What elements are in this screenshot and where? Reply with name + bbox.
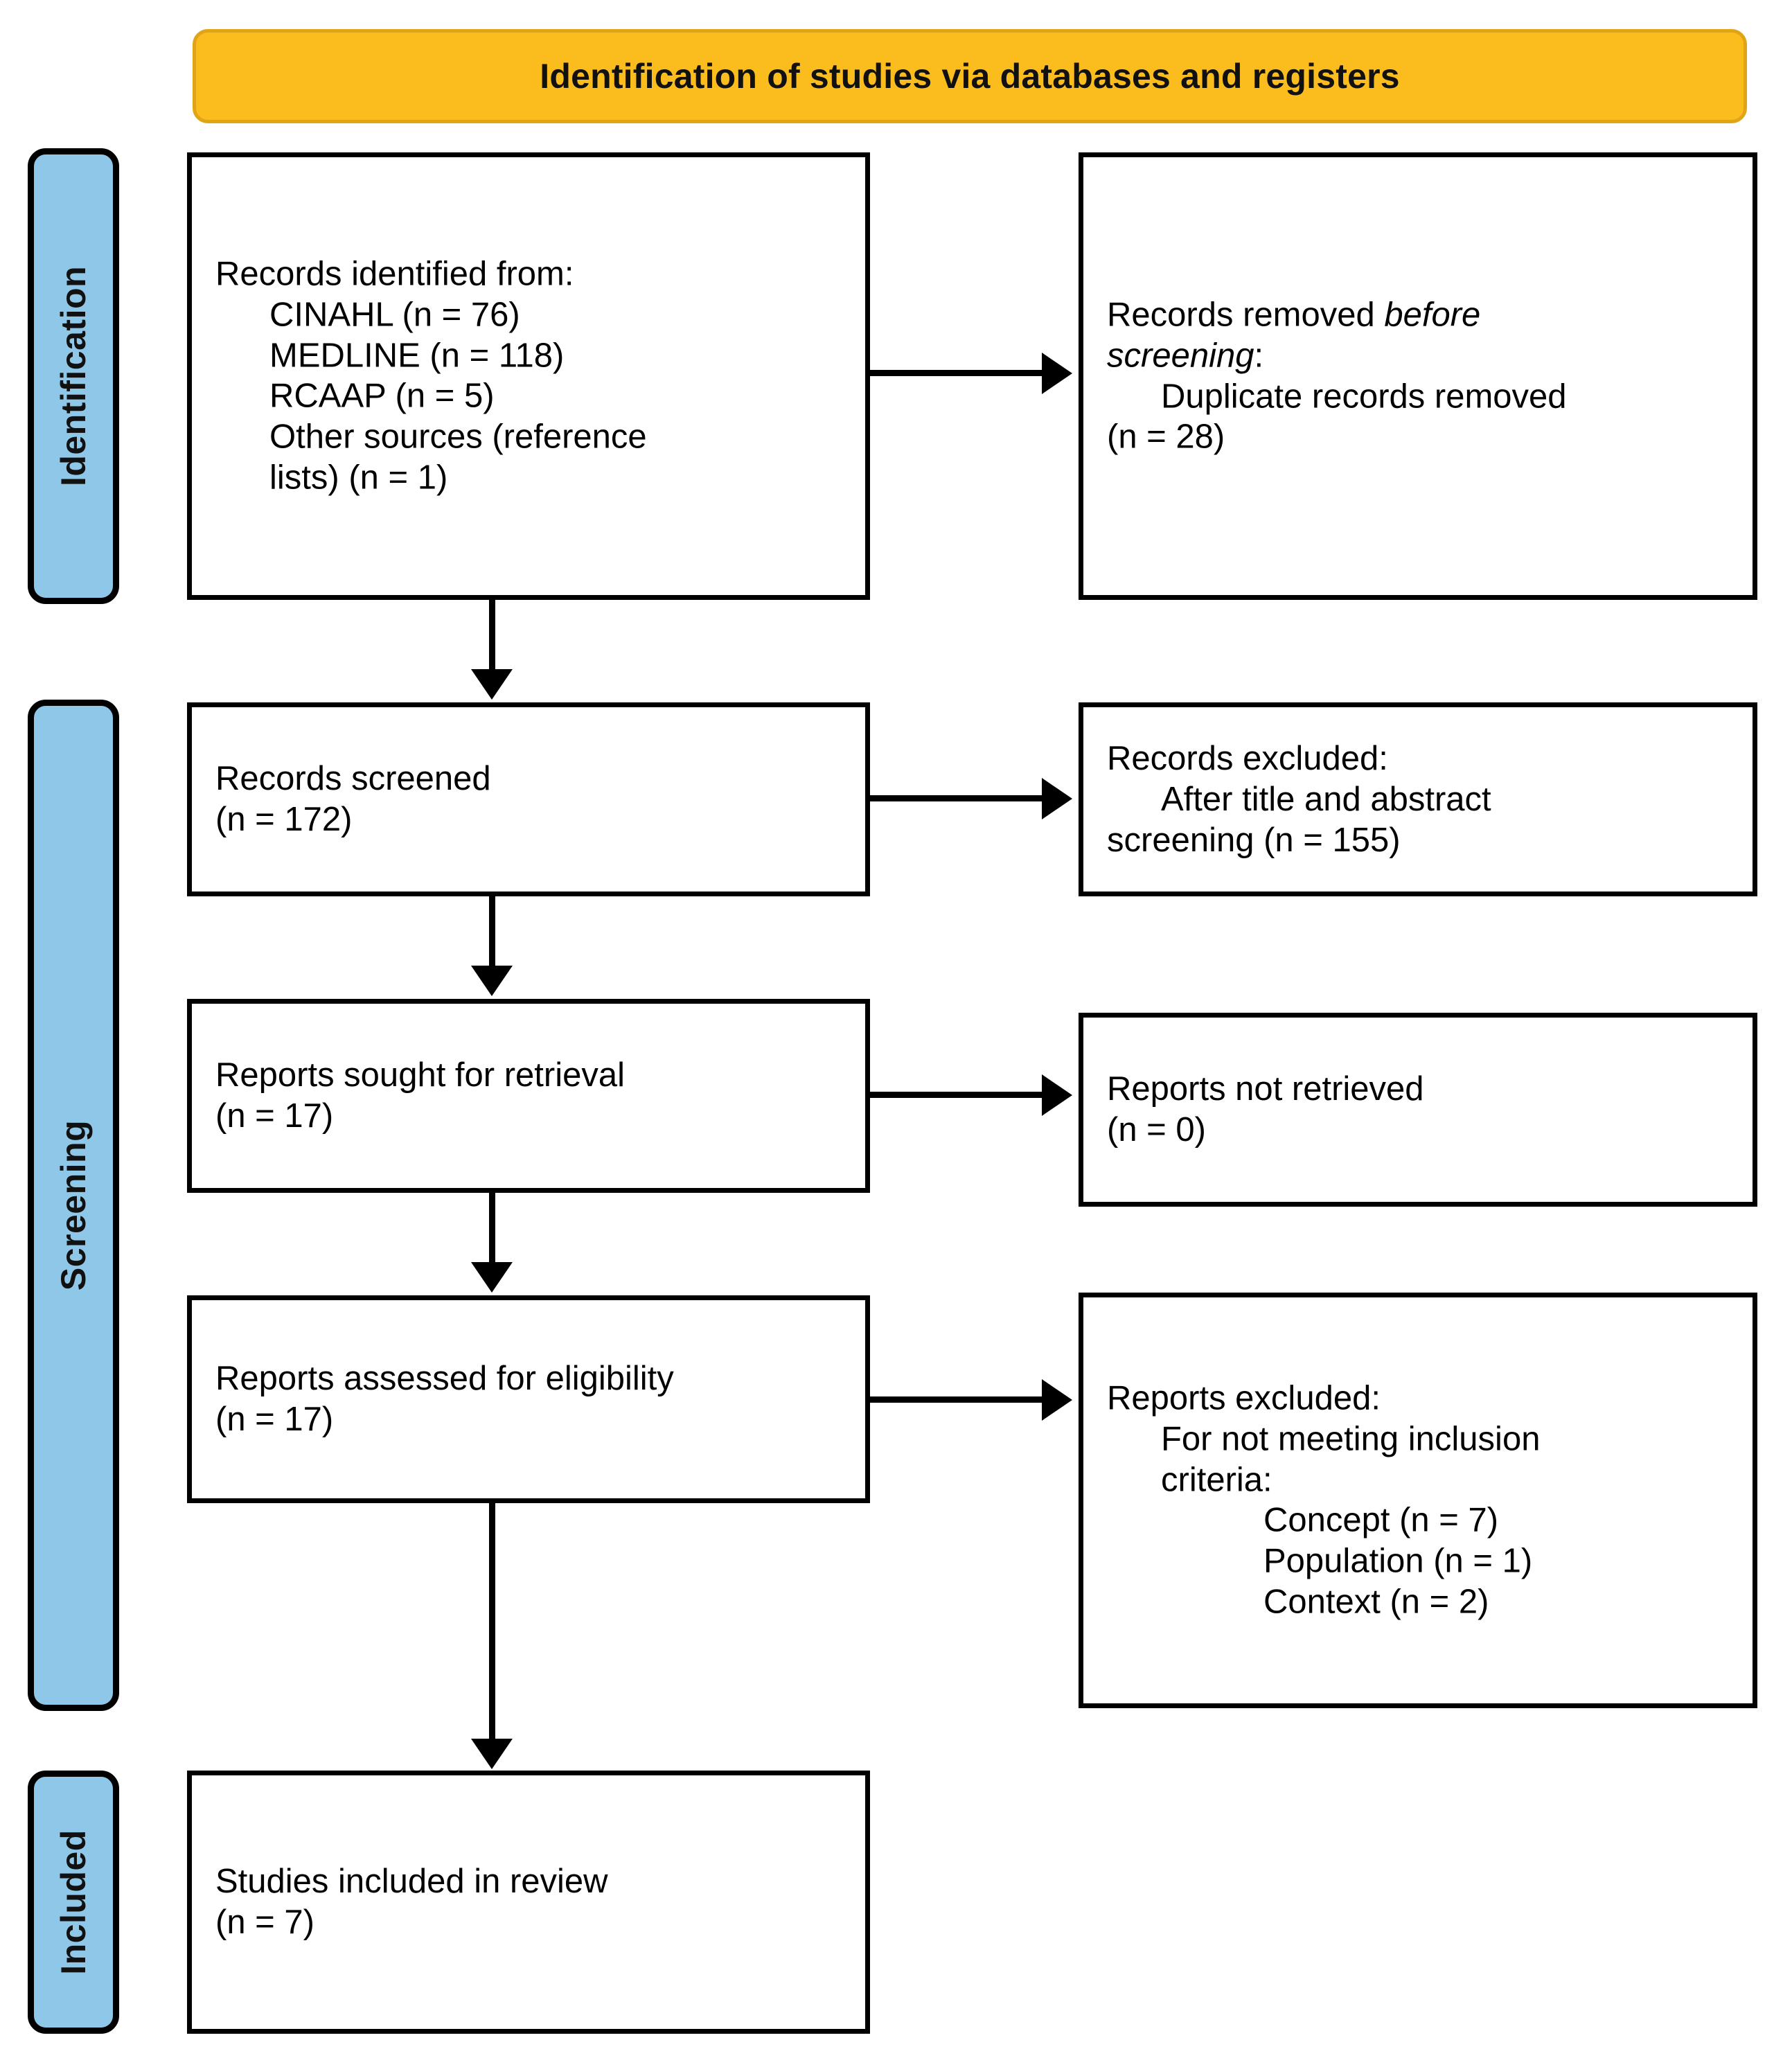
- box-line: Population (n = 1): [1263, 1542, 1533, 1580]
- box-line: Studies included in review: [215, 1863, 608, 1901]
- box-line: CINAHL (n = 76): [269, 296, 520, 334]
- box-line: (n = 7): [215, 1904, 314, 1941]
- arrow-identified-to-removed: [870, 370, 1042, 376]
- box-line: Reports excluded:: [1107, 1379, 1381, 1417]
- box-line: Reports not retrieved: [1107, 1070, 1424, 1108]
- box-line: After title and abstract: [1161, 780, 1491, 818]
- box-line: Other sources (reference: [269, 418, 647, 456]
- arrow-identified-to-screened: [489, 600, 495, 669]
- arrow-head-icon: [471, 966, 513, 996]
- arrow-screened-to-excluded: [870, 795, 1042, 801]
- box-records-removed: Records removed before screening: Duplic…: [1079, 152, 1757, 600]
- arrow-head-icon: [1042, 1379, 1072, 1421]
- box-line: Duplicate records removed: [1161, 378, 1567, 415]
- box-line: Records screened: [215, 760, 491, 798]
- box-line-text: :: [1254, 337, 1264, 375]
- box-reports-assessed: Reports assessed for eligibility (n = 17…: [187, 1295, 870, 1503]
- stage-label-text: Screening: [54, 1119, 93, 1291]
- arrow-head-icon: [1042, 778, 1072, 819]
- arrow-assessed-to-included: [489, 1503, 495, 1739]
- arrow-sought-to-not-retrieved: [870, 1092, 1042, 1098]
- box-line: Concept (n = 7): [1263, 1502, 1499, 1539]
- box-line: RCAAP (n = 5): [269, 378, 495, 415]
- box-line: Records excluded:: [1107, 739, 1388, 777]
- box-line: screening (n = 155): [1107, 821, 1401, 859]
- box-line: Reports assessed for eligibility: [215, 1360, 674, 1398]
- stage-label-screening: Screening: [28, 700, 119, 1711]
- arrow-head-icon: [471, 1739, 513, 1769]
- arrow-sought-to-assessed: [489, 1193, 495, 1262]
- box-line: For not meeting inclusion: [1161, 1420, 1541, 1458]
- box-line-emphasis: before: [1384, 296, 1481, 334]
- box-records-screened: Records screened (n = 172): [187, 702, 870, 896]
- box-line: (n = 17): [215, 1097, 334, 1135]
- box-records-excluded: Records excluded: After title and abstra…: [1079, 702, 1757, 896]
- box-studies-included: Studies included in review (n = 7): [187, 1771, 870, 2034]
- arrow-screened-to-sought: [489, 896, 495, 966]
- stage-label-text: Included: [54, 1829, 94, 1975]
- box-line: (n = 28): [1107, 418, 1225, 456]
- box-line-text: Records removed: [1107, 296, 1385, 334]
- arrow-head-icon: [1042, 1074, 1072, 1116]
- box-line: lists) (n = 1): [269, 459, 448, 497]
- stage-label-included: Included: [28, 1771, 119, 2034]
- box-records-identified: Records identified from: CINAHL (n = 76)…: [187, 152, 870, 600]
- stage-label-identification: Identification: [28, 148, 119, 604]
- box-line: Records identified from:: [215, 255, 574, 293]
- header-banner: Identification of studies via databases …: [193, 29, 1747, 123]
- box-line: (n = 17): [215, 1401, 334, 1438]
- box-line: Reports sought for retrieval: [215, 1056, 625, 1094]
- box-line: (n = 172): [215, 801, 353, 838]
- stage-label-text: Identification: [54, 265, 94, 487]
- box-line: (n = 0): [1107, 1111, 1206, 1148]
- box-line: Context (n = 2): [1263, 1583, 1489, 1621]
- arrow-assessed-to-excluded: [870, 1396, 1042, 1403]
- box-reports-excluded: Reports excluded: For not meeting inclus…: [1079, 1293, 1757, 1708]
- box-line: MEDLINE (n = 118): [269, 337, 565, 375]
- box-reports-sought: Reports sought for retrieval (n = 17): [187, 999, 870, 1193]
- box-line-emphasis: screening: [1107, 337, 1254, 375]
- banner-title: Identification of studies via databases …: [540, 57, 1400, 96]
- box-reports-not-retrieved: Reports not retrieved (n = 0): [1079, 1013, 1757, 1207]
- arrow-head-icon: [471, 1262, 513, 1293]
- arrow-head-icon: [471, 669, 513, 700]
- box-line: Records removed before: [1107, 294, 1737, 335]
- box-line: screening:: [1107, 335, 1737, 376]
- box-line: criteria:: [1161, 1461, 1272, 1499]
- arrow-head-icon: [1042, 353, 1072, 394]
